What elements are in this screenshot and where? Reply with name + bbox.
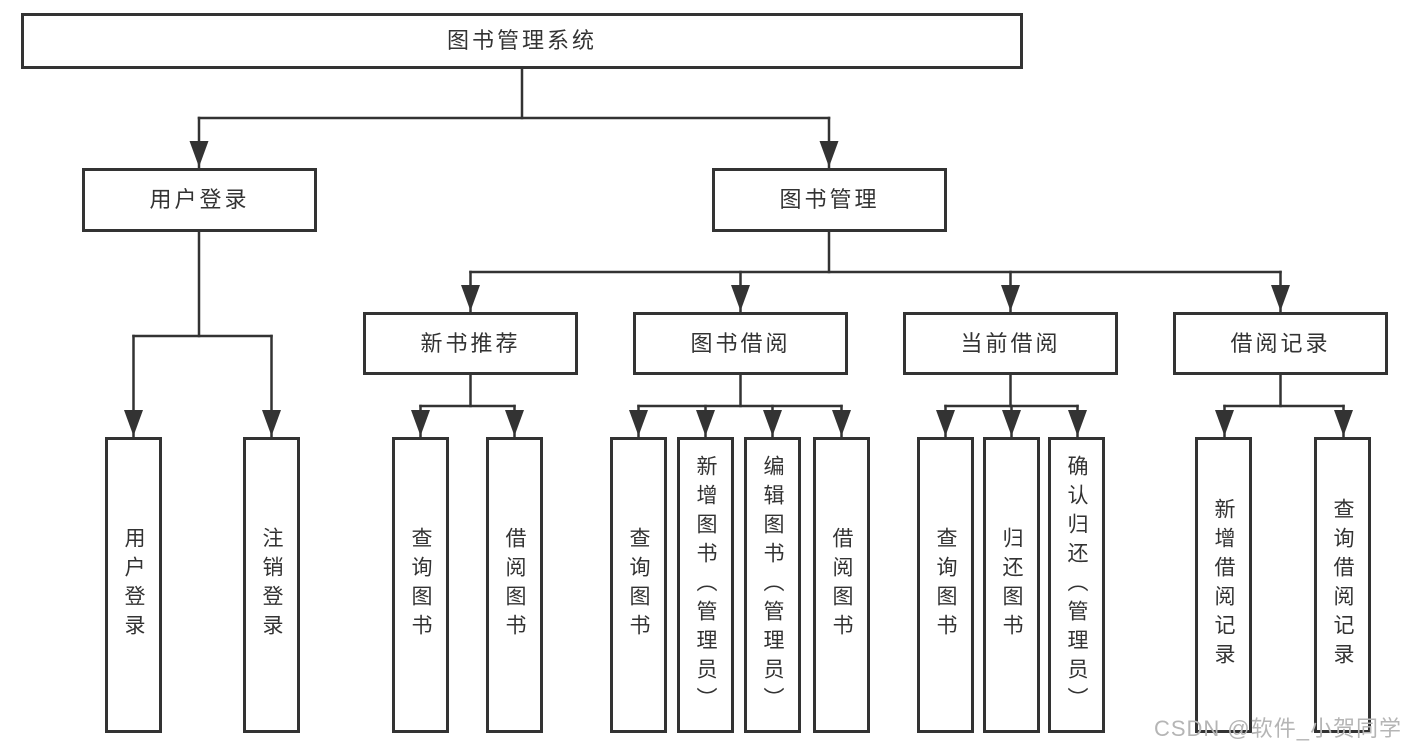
- node-label: 编辑图书（管理员）: [761, 454, 784, 716]
- node-label: 图书管理: [779, 187, 880, 212]
- node-borrow-books-borrowing: 借阅图书: [813, 437, 870, 733]
- node-label: 新增借阅记录: [1212, 498, 1235, 672]
- node-label: 确认归还（管理员）: [1065, 454, 1088, 716]
- node-query-borrow-record: 查询借阅记录: [1314, 437, 1371, 733]
- node-current-borrowing: 当前借阅: [903, 312, 1118, 375]
- node-borrow-books-recommend: 借阅图书: [486, 437, 543, 733]
- node-label: 归还图书: [1000, 527, 1023, 643]
- node-label: 新增图书（管理员）: [694, 454, 717, 716]
- node-logout: 注销登录: [243, 437, 300, 733]
- node-edit-book-admin: 编辑图书（管理员）: [744, 437, 801, 733]
- node-label: 用户登录: [149, 187, 250, 212]
- node-book-borrowing: 图书借阅: [633, 312, 848, 375]
- node-label: 借阅记录: [1230, 330, 1331, 356]
- node-confirm-return-admin: 确认归还（管理员）: [1048, 437, 1105, 733]
- node-label: 借阅图书: [503, 527, 526, 643]
- node-label: 注销登录: [260, 527, 283, 643]
- node-label: 查询图书: [627, 527, 650, 643]
- node-user-login-group: 用户登录: [82, 168, 317, 232]
- node-label: 图书借阅: [690, 330, 791, 356]
- node-label: 查询图书: [409, 527, 432, 643]
- node-label: 用户登录: [122, 527, 145, 643]
- node-add-borrow-record: 新增借阅记录: [1195, 437, 1252, 733]
- node-book-management: 图书管理: [712, 168, 947, 232]
- node-library-management-system: 图书管理系统: [21, 13, 1023, 69]
- node-add-book-admin: 新增图书（管理员）: [677, 437, 734, 733]
- node-return-book: 归还图书: [983, 437, 1040, 733]
- node-borrowing-records: 借阅记录: [1173, 312, 1388, 375]
- node-user-login: 用户登录: [105, 437, 162, 733]
- node-label: 借阅图书: [830, 527, 853, 643]
- node-query-books-borrowing: 查询图书: [610, 437, 667, 733]
- csdn-watermark: CSDN @软件_小贺同学: [1153, 716, 1402, 741]
- node-label: 当前借阅: [960, 330, 1061, 356]
- node-new-book-recommendation: 新书推荐: [363, 312, 578, 375]
- node-label: 新书推荐: [420, 330, 521, 356]
- node-query-books-recommend: 查询图书: [392, 437, 449, 733]
- node-query-books-current: 查询图书: [917, 437, 974, 733]
- node-label: 查询借阅记录: [1331, 498, 1354, 672]
- node-label: 查询图书: [934, 527, 957, 643]
- node-label: 图书管理系统: [446, 28, 597, 53]
